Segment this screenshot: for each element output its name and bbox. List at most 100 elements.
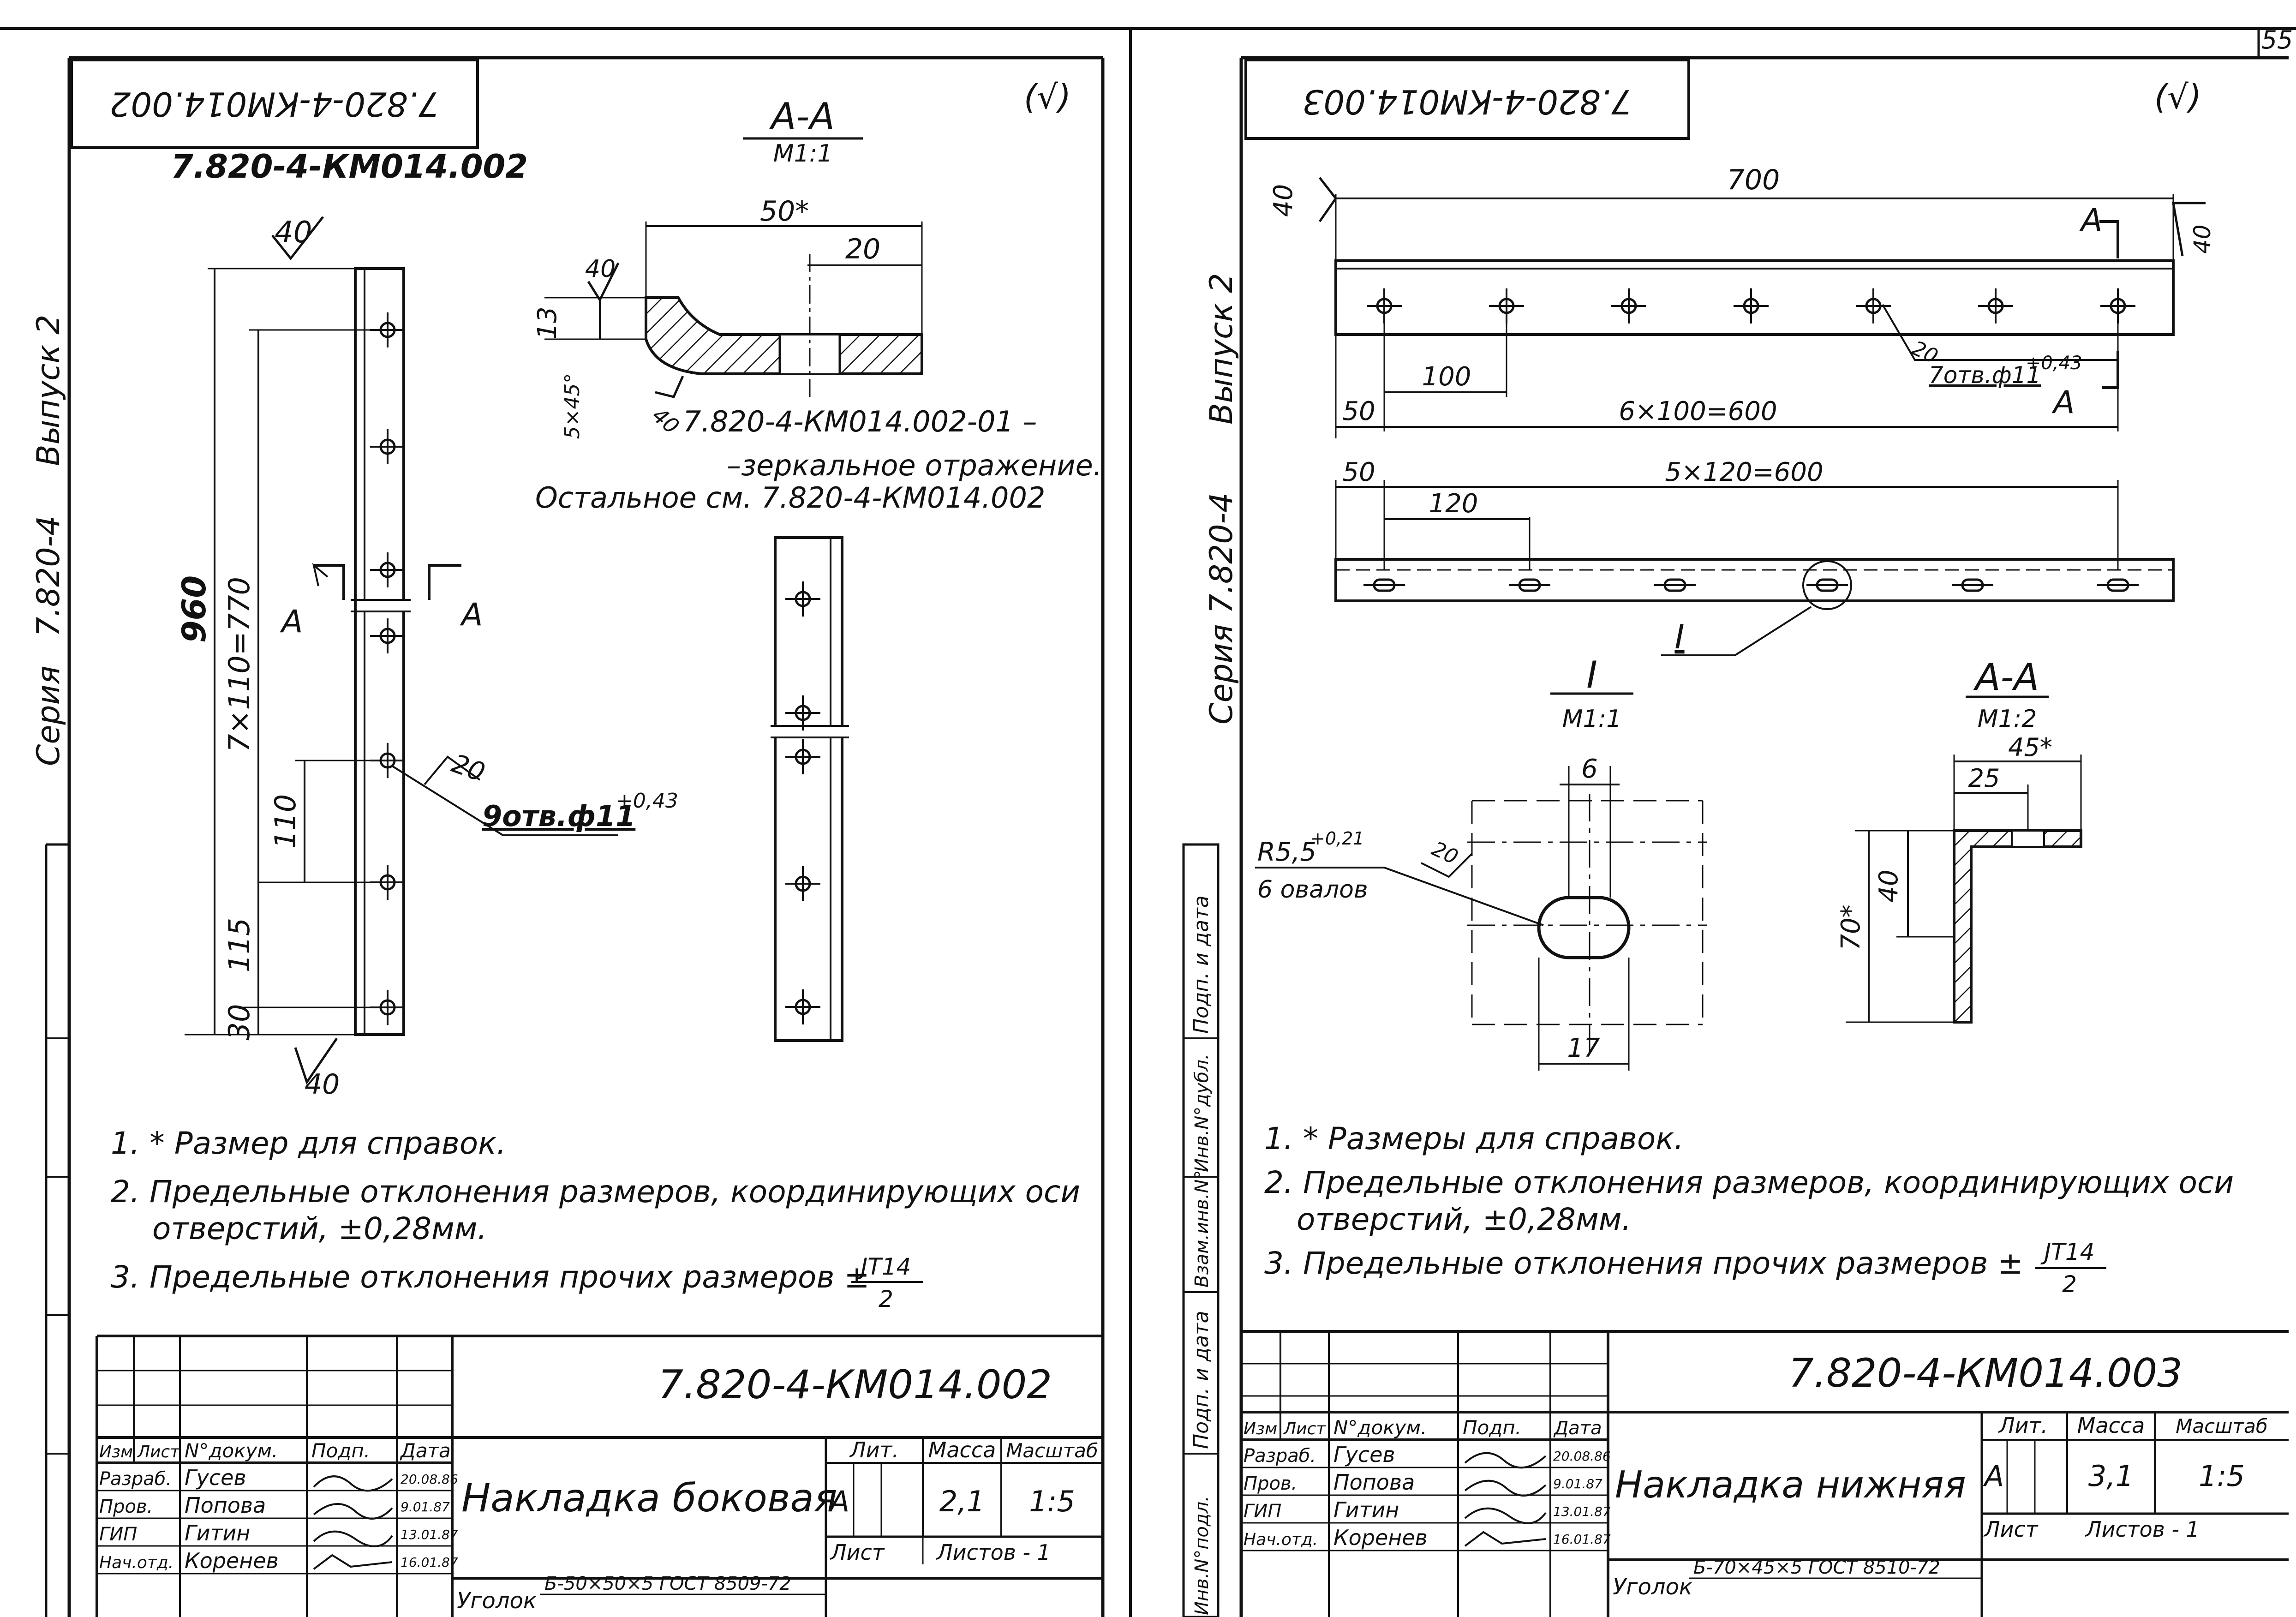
side-stamp-1: Подп. и дата — [1190, 895, 1213, 1034]
right-section-dim-height: 40 — [1874, 869, 1904, 902]
right-tb-scale-label: Масштаб — [2176, 1415, 2268, 1437]
right-note-2: 2. Предельные отклонения размеров, коорд… — [1264, 1165, 2234, 1200]
left-main-view — [185, 216, 618, 1085]
left-margin-strip — [45, 843, 69, 1617]
left-rough-hole: 20 — [448, 749, 489, 788]
left-tb-sheets: Листов - 1 — [936, 1540, 1051, 1565]
left-note-it-den: 2 — [879, 1286, 893, 1312]
left-signature-2 — [313, 1503, 393, 1520]
right-tb-role-2: Пров. — [1244, 1473, 1297, 1494]
left-tb-sheet: Лист — [830, 1540, 885, 1565]
right-detail-length: 17 — [1567, 1033, 1600, 1063]
left-section-chamfer: 5×45° — [561, 373, 584, 439]
right-tb-sheets: Листов - 1 — [2085, 1517, 2200, 1542]
left-tb-mass-label: Масса — [928, 1437, 996, 1462]
right-stamp-frame — [1244, 59, 1690, 140]
left-tb-name-2: Попова — [185, 1493, 266, 1518]
right-top-rough-right: 40 — [2189, 224, 2216, 254]
left-roughness-mark: (√) — [1024, 78, 1071, 116]
right-front-dim-spacing: 5×120=600 — [1665, 457, 1823, 487]
left-section-dim-height: 13 — [532, 306, 562, 339]
left-mirror-note-1: 7.820-4-КМ014.002-01 – — [683, 405, 1037, 438]
right-roughness-mark: (√) — [2154, 78, 2201, 116]
left-section-dim-flange: 20 — [845, 233, 880, 265]
left-tb-doc-code: 7.820-4-КМ014.002 — [658, 1362, 1052, 1408]
left-note-2-cont: отверстий, ±0,28мм. — [152, 1211, 487, 1246]
right-tb-h-sign: Подп. — [1463, 1416, 1521, 1439]
right-section-dim-total: 70* — [1836, 904, 1866, 950]
left-cut-label-a2: А — [460, 597, 483, 633]
right-top-holes: 7отв.ф11 — [1929, 362, 2041, 389]
right-signature-4 — [1464, 1531, 1546, 1547]
right-tb-role-3: ГИП — [1244, 1501, 1281, 1522]
right-stamp-code: 7.820-4-КМ014.003 — [1303, 82, 1632, 121]
left-section-rough: 40 — [585, 255, 616, 283]
left-rough-bottom: 40 — [305, 1068, 340, 1101]
left-dim-end: 30 — [222, 1004, 256, 1041]
side-stamp-strip — [1182, 843, 1220, 1617]
left-title-block — [96, 1335, 1103, 1617]
right-top-cut-a2: А — [2051, 384, 2075, 421]
right-front-callout: I — [1674, 617, 1684, 656]
left-tb-lit-label: Лит. — [849, 1437, 899, 1462]
left-signature-3 — [313, 1530, 393, 1547]
right-detail-count: 6 овалов — [1257, 876, 1368, 904]
left-note-it-num: JT14 — [857, 1253, 911, 1280]
right-tb-name-4: Коренев — [1333, 1525, 1428, 1550]
left-tb-h-sign: Подп. — [311, 1439, 370, 1462]
right-detail-width: 6 — [1581, 754, 1598, 784]
left-margin-series: Серия — [30, 665, 67, 766]
page-frame — [0, 27, 2296, 1617]
right-top-dim-length: 700 — [1727, 164, 1780, 196]
left-tb-date-2: 9.01.87 — [401, 1499, 450, 1515]
right-note-3: 3. Предельные отклонения прочих размеров… — [1264, 1246, 2023, 1281]
right-signature-1 — [1464, 1452, 1547, 1469]
right-detail-scale: М1:1 — [1562, 705, 1622, 733]
left-tb-name: Накладка боковая — [461, 1475, 837, 1521]
right-tb-date-2: 9.01.87 — [1553, 1476, 1602, 1491]
right-front-dim-start: 50 — [1342, 457, 1375, 487]
right-tb-date-3: 13.01.87 — [1553, 1504, 1611, 1519]
left-tb-material-prefix: Уголок — [457, 1588, 537, 1614]
right-tb-material: Б-70×45×5 ГОСТ 8510-72 — [1693, 1557, 1940, 1578]
right-top-dim-spacing: 6×100=600 — [1619, 396, 1777, 426]
right-note-2-cont: отверстий, ±0,28мм. — [1297, 1202, 1632, 1237]
right-top-dim-step: 100 — [1422, 362, 1471, 392]
right-section-dim-width: 45* — [2008, 733, 2052, 762]
left-sheet: 7.820-4-КМ014.002 (√) 7.820-4-КМ014.002 … — [30, 59, 2289, 1617]
left-tb-h-list: Лист — [137, 1443, 180, 1461]
left-tb-date-3: 13.01.87 — [401, 1527, 458, 1542]
left-tb-material: Б-50×50×5 ГОСТ 8509-72 — [544, 1573, 791, 1594]
side-stamp-5: Инв.N°подл. — [1191, 1496, 1213, 1615]
right-detail-view — [1255, 692, 1707, 1071]
right-top-rough: 40 — [1268, 184, 1298, 217]
right-note-1: 1. * Размеры для справок. — [1264, 1121, 1684, 1156]
right-front-dim-step: 120 — [1429, 489, 1478, 519]
left-dim-total: 960 — [175, 575, 213, 643]
right-tb-name-2: Попова — [1333, 1470, 1415, 1495]
left-tb-scale-label: Масштаб — [1006, 1439, 1098, 1462]
side-stamp-3: Взам.инв.N° — [1191, 1170, 1213, 1288]
left-stamp-code: 7.820-4-КМ014.002 — [110, 84, 440, 123]
right-tb-h-date: Дата — [1553, 1418, 1602, 1439]
left-tb-role-1: Разраб. — [99, 1468, 172, 1490]
right-tb-name-1: Гусев — [1333, 1442, 1395, 1467]
left-tb-h-doc: N°докум. — [185, 1439, 278, 1462]
right-tb-date-4: 16.01.87 — [1553, 1532, 1611, 1547]
right-section-dim-flange: 25 — [1968, 764, 2000, 793]
left-tb-name-1: Гусев — [185, 1465, 246, 1490]
left-tb-scale: 1:5 — [1029, 1485, 1075, 1518]
left-tb-name-4: Коренев — [185, 1548, 279, 1573]
left-tb-date-1: 20.08.86 — [401, 1472, 458, 1487]
right-tb-h-doc: N°докум. — [1333, 1416, 1427, 1439]
right-detail-rough: 20 — [1428, 837, 1461, 869]
right-detail-tolerance: +0,21 — [1310, 828, 1364, 849]
right-tb-scale: 1:5 — [2199, 1459, 2245, 1493]
left-section-title: А-А — [769, 95, 835, 138]
left-tb-mass: 2,1 — [939, 1485, 985, 1518]
left-signature-4 — [313, 1554, 393, 1570]
left-rough-top: 40 — [275, 216, 312, 250]
left-holes-note: 9отв.ф11 — [482, 799, 635, 833]
left-dim-spacing: 7×110=770 — [222, 577, 256, 752]
right-top-view — [1318, 177, 2206, 438]
